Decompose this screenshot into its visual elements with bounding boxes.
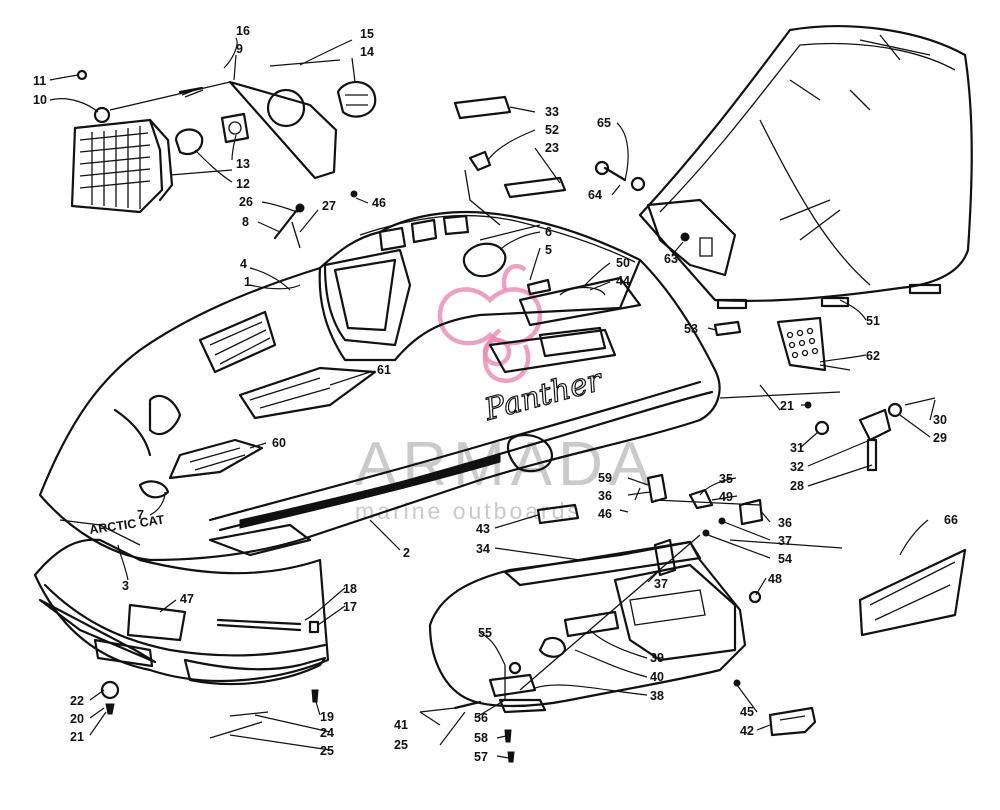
callout-56: 56 [474, 711, 488, 725]
watermark-logo [437, 263, 543, 384]
callout-30: 30 [933, 413, 947, 427]
callout-10: 10 [33, 93, 47, 107]
callout-55: 55 [478, 626, 492, 640]
callout-21-left: 21 [70, 730, 84, 744]
callout-34: 34 [476, 542, 490, 556]
callout-16: 16 [236, 24, 250, 38]
callout-44: 44 [616, 274, 630, 288]
callout-37-right: 37 [778, 534, 792, 548]
callout-53: 53 [684, 322, 698, 336]
callout-57: 57 [474, 750, 488, 764]
callout-27: 27 [322, 199, 336, 213]
callout-50: 50 [616, 256, 630, 270]
callout-26: 26 [239, 195, 253, 209]
callout-36-left: 36 [598, 489, 612, 503]
callout-13: 13 [236, 157, 250, 171]
callout-24: 24 [320, 726, 334, 740]
right-side-parts [713, 316, 967, 637]
callout-38: 38 [650, 689, 664, 703]
callout-45: 45 [740, 705, 754, 719]
callout-21-right: 21 [780, 399, 794, 413]
callout-14: 14 [360, 45, 374, 59]
callout-37-left: 37 [654, 577, 668, 591]
leader-lines [49, 37, 936, 759]
callout-31: 31 [790, 441, 804, 455]
callout-42: 42 [740, 724, 754, 738]
callout-6: 6 [545, 225, 552, 239]
windshield [638, 25, 973, 310]
callout-54: 54 [778, 552, 792, 566]
callout-25-left: 25 [320, 744, 334, 758]
headlight-assembly [70, 59, 377, 249]
callout-39: 39 [650, 651, 664, 665]
callout-1: 1 [244, 275, 251, 289]
callout-17: 17 [343, 600, 357, 614]
callout-63: 63 [664, 252, 678, 266]
callout-65: 65 [597, 116, 611, 130]
callout-11: 11 [33, 74, 46, 88]
callout-62: 62 [866, 349, 880, 363]
callout-61: 61 [377, 363, 391, 377]
callout-2: 2 [403, 546, 410, 560]
callout-19: 19 [320, 710, 334, 724]
callout-7: 7 [137, 508, 144, 522]
callouts: 16 9 15 14 11 10 13 12 26 8 27 46 4 1 33… [33, 24, 958, 764]
callout-48: 48 [768, 572, 782, 586]
callout-12: 12 [236, 177, 250, 191]
callout-35: 35 [719, 472, 733, 486]
callout-41: 41 [394, 718, 408, 732]
callout-29: 29 [933, 431, 947, 445]
callout-5: 5 [545, 243, 552, 257]
callout-51: 51 [866, 314, 880, 328]
callout-3: 3 [122, 579, 129, 593]
watermark-tagline: marine outboards [355, 498, 582, 524]
callout-66: 66 [944, 513, 958, 527]
callout-9: 9 [236, 42, 243, 56]
callout-20: 20 [70, 712, 84, 726]
callout-64: 64 [588, 188, 602, 202]
callout-4: 4 [240, 257, 247, 271]
callout-22: 22 [70, 694, 84, 708]
callout-43: 43 [476, 522, 490, 536]
callout-46-top: 46 [372, 196, 386, 210]
callout-36-right: 36 [778, 516, 792, 530]
top-center-parts [453, 95, 690, 296]
callout-15: 15 [360, 27, 374, 41]
callout-52: 52 [545, 123, 559, 137]
front-nose [33, 538, 330, 739]
callout-8: 8 [242, 215, 249, 229]
callout-28: 28 [790, 479, 804, 493]
hood-script-decal: Panther [480, 363, 607, 428]
callout-25-right: 25 [394, 738, 408, 752]
callout-32: 32 [790, 460, 804, 474]
callout-47: 47 [180, 592, 194, 606]
callout-58: 58 [474, 731, 488, 745]
callout-59: 59 [598, 471, 612, 485]
callout-46-mid: 46 [598, 507, 612, 521]
belly-pan [419, 384, 843, 763]
callout-40: 40 [650, 670, 664, 684]
callout-18: 18 [343, 582, 357, 596]
callout-33: 33 [545, 105, 559, 119]
callout-60: 60 [272, 436, 286, 450]
callout-23: 23 [545, 141, 559, 155]
hood-badge: ARCTIC CAT [88, 513, 165, 537]
callout-49: 49 [719, 490, 733, 504]
